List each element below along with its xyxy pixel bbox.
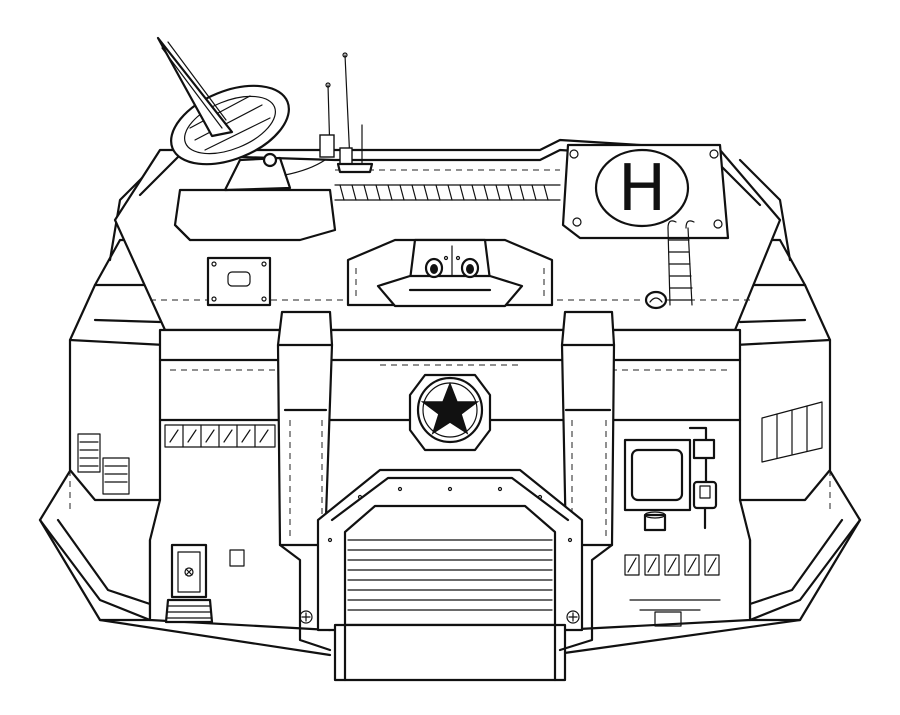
left-pillar: [276, 310, 334, 547]
pipe-icon: [688, 426, 718, 530]
roof-hatch: [206, 256, 272, 307]
helipad: H: [561, 143, 730, 240]
right-wing: [733, 158, 832, 502]
vent-icon: [299, 610, 580, 624]
entry-steps: [164, 598, 214, 624]
hangar-ramp: [333, 623, 567, 682]
ladder-icon: [667, 220, 695, 306]
equipment-tank: [623, 438, 692, 532]
antenna-cluster: [319, 52, 374, 174]
door-icon: [170, 543, 245, 599]
helipad-letter: H: [618, 152, 666, 226]
roof-vent-icon: [644, 290, 668, 310]
roof-hatch-strip: [334, 184, 561, 201]
roll-up-door-icon: [343, 504, 557, 627]
left-wall-vent: [77, 433, 130, 495]
dish-platform: [173, 188, 337, 242]
observation-pod: [346, 238, 554, 308]
side-slopes: [278, 543, 614, 652]
right-lower-windows: [624, 554, 721, 627]
left-window-band: [164, 424, 276, 448]
right-wall-windows: [761, 401, 823, 463]
star-emblem-icon: [408, 373, 492, 452]
satellite-dish-icon: [156, 36, 326, 192]
